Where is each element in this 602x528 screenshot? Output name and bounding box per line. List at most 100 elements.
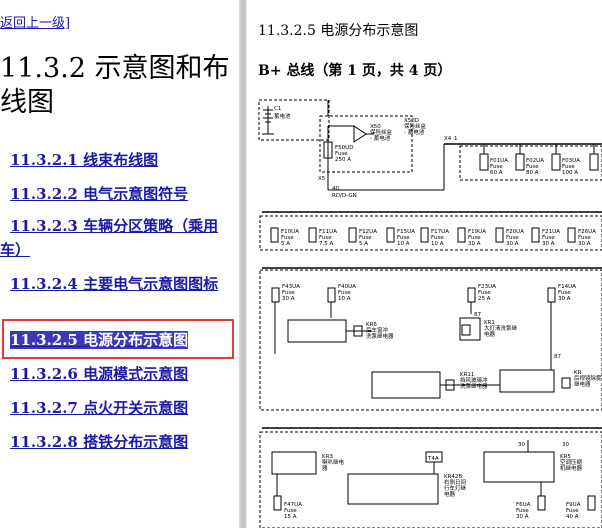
fuse-f40ua-type: Fuse [338,290,351,296]
fuse-f9ua-name: F9UA [566,502,581,508]
inner-desc-1: 保险丝盒 [370,128,393,136]
active-item-highlight [2,319,234,359]
fuse-f03ua-name: F03UA [562,158,580,164]
back-link[interactable]: 返回上一级] [0,16,71,31]
nav-item-ground[interactable]: 11.3.2.8 搭铁分布示意图 [10,433,189,451]
fuse-f23ua-rating: 25 A [478,296,491,302]
battery-name: 蓄电池 [274,112,291,120]
relay-kr42b-box [347,473,439,505]
relay-kr6-line2: 洗泵继电器 [366,332,394,340]
fuse-f12ua-rating: 5 A [359,241,368,247]
active-item-label: 11.3.2.5 电源分布示意图 [10,331,189,349]
relay-kr5-ref: KR5 [560,454,571,460]
nav-item-harness-routing[interactable]: 11.3.2.1 线束布线图 [10,151,159,169]
fuse-f17ua-type: Fuse [431,235,444,241]
relay-kr3-line1: 喇叭继电 [322,458,345,466]
relay-kr5-line1: 空调压缩 [560,458,583,466]
fuse-f03ua-type: Fuse [562,164,575,170]
relay-kr6-line1: 后车窗冲 [366,326,389,334]
relay-block-middle [259,269,602,411]
fuse-f23ua-name: F23UA [478,284,496,290]
fuse-f01ua-name: F01UA [490,158,508,164]
sub-title: B+ 总线（第 1 页，共 4 页） [258,63,452,79]
connector-87-a: 87 [474,312,481,318]
relay-kr42b-ref: KR42B [444,474,462,480]
power-distribution-diagram: C1 蓄电池 X50D 保险丝盒 - 蓄电池 X50 保险丝盒 - 蓄电池 F5… [258,99,602,528]
fuse-f43ua-rating: 30 A [282,296,295,302]
connector-87-b: 87 [554,354,561,360]
nav-item-zoning[interactable]: 11.3.2.3 车辆分区策略（乘用车） [0,217,219,259]
fusebox-desc-2: - 蓄电池 [404,128,425,136]
battery-ref: C1 [274,106,281,112]
connector-t4a-label: T4A [427,456,439,462]
relay-kr42b-line2: 行车灯继 [444,484,467,492]
nav-item-ignition[interactable]: 11.3.2.7 点火开关示意图 [10,399,189,417]
relay-kr11-box [371,371,441,399]
relay-kr3-line2: 器 [322,465,328,472]
fuse-f47ua-type: Fuse [284,508,297,514]
fuse-f6ua-type: Fuse [516,508,529,514]
fusebox-battery [319,115,413,173]
relay-kr11-line1: 挡风玻璃冲 [460,376,488,384]
fuse-f01ua-type: Fuse [490,164,503,170]
nav-title: 11.3.2 示意图和布线图 [0,53,230,118]
current-sensor-icon [353,125,367,143]
connector-30-a: 30 [518,442,525,448]
fuse-f12ua-name: F12UA [359,229,377,235]
fuse-row2-icons [270,227,576,243]
nav-item-symbols[interactable]: 11.3.2.2 电气示意图符号 [10,185,189,203]
fusebox-ref: X50D [404,118,419,124]
nav-item-icons[interactable]: 11.3.2.4 主要电气示意图图标 [10,275,219,293]
fuse-f23ua-type: Fuse [478,290,491,296]
main-fuse-name: F50UD [335,145,353,151]
fuse-f20ua-type: Fuse [506,235,519,241]
fuse-f02ua-name: F02UA [526,158,544,164]
connector-x4: X4 [444,136,452,142]
fuse-f10ua-rating: 5 A [281,241,290,247]
relay-kr11-ref: KR11 [460,372,474,378]
fuse-f47ua-rating: 15 A [284,514,297,520]
relay-kr5-line2: 机继电器 [560,464,583,472]
relay-mirror-line2: 继电器 [574,380,591,388]
fuse-f40ua-name: F40UA [338,284,356,290]
relay-kr3-ref: KR3 [322,454,333,460]
fuse-f19ua-type: Fuse [468,235,481,241]
nav-item-power-distribution[interactable]: 11.3.2.5 电源分布示意图 [10,328,236,352]
fuse-f10ua-type: Fuse [281,235,294,241]
relay-kr5-box [483,451,555,483]
fuse-f9ua-rating: 40 A [566,514,579,520]
relay-mirror-ref: KR [574,370,582,376]
fuse-f11ua-type: Fuse [319,235,332,241]
fuse-f11ua-rating: 7.5 A [319,241,333,247]
fuse-block-row2 [259,215,602,251]
fuse-f15ua-name: F15UA [397,229,415,235]
fuse-f02ua-rating: 80 A [526,170,539,176]
main-fuse-icon [323,141,333,159]
relay-kr1-ref: KR1 [484,320,495,326]
wire-color: RD/D-GN [332,193,357,199]
fuse-f20ua-name: F20UA [506,229,524,235]
relay-kr6-box [287,319,347,343]
content-panel: 11.3.2.5 电源分布示意图 B+ 总线（第 1 页，共 4 页） [248,0,602,528]
fuse-f19ua-rating: 30 A [468,241,481,247]
fuse-f20ua-rating: 30 A [506,241,519,247]
fuse-f12ua-type: Fuse [359,235,372,241]
relay-kr42b-line3: 电器 [444,490,456,498]
battery-icon [262,106,274,135]
wire-gauge: 40 [332,186,339,192]
fuse-f26ua-type: Fuse [578,235,591,241]
fuse-f02ua-type: Fuse [526,164,539,170]
connector-pin: 1 [454,136,458,142]
relay-kr42b-line1: 右侧日间 [444,478,466,486]
pane-divider[interactable] [239,0,247,528]
fuse-f17ua-name: F17UA [431,229,449,235]
fuse-f6ua-name: F6UA [516,502,531,508]
battery-box [258,99,330,141]
main-fuse-rating: 250 A [335,157,351,163]
main-fuse-type: Fuse [335,151,348,157]
nav-item-power-mode[interactable]: 11.3.2.6 电源模式示意图 [10,365,189,383]
fusebox-desc-1: 保险丝盒 [404,122,427,130]
relay-mirror-line1: 后视镜除雾 [574,374,602,382]
fuse-f10ua-name: F10UA [281,229,299,235]
inner-ref: X50 [370,124,381,130]
